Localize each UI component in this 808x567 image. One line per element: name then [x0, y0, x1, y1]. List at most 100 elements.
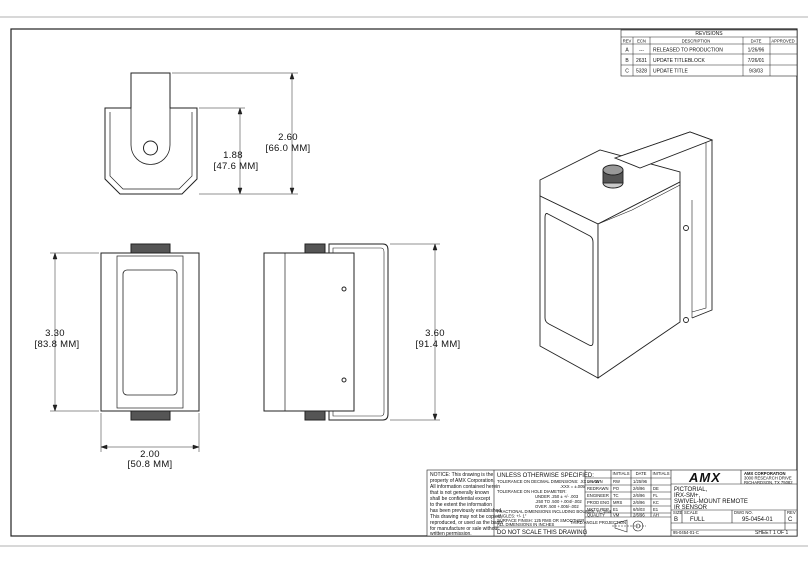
spec-line: .250 TO .500 +.004/-.002	[535, 499, 582, 504]
top-view-inner-outline	[109, 112, 193, 190]
dim-2-00: 2.00	[140, 449, 160, 460]
approval-role: MKTG REP	[587, 507, 609, 512]
approval-date: 2/6/96	[633, 493, 645, 498]
side-bottom-knob	[304, 410, 326, 421]
title-block	[426, 469, 798, 537]
ecn-cell: 2631	[636, 58, 647, 64]
bracket-screw-top	[341, 286, 347, 292]
spec-line: ALL DIMENSIONS IN INCHES	[497, 522, 555, 527]
front-view-dimensions	[50, 252, 200, 452]
approval-extra: KC	[653, 500, 659, 505]
notice-line: for manufacture or sale without	[430, 526, 499, 532]
description-header: DESCRIPTION	[682, 39, 711, 44]
notice-line: reproduced, or used as the basis	[430, 520, 503, 526]
date-header: DATE	[751, 39, 762, 44]
amx-logo-text: AMX	[688, 470, 721, 485]
approval-extra: DE	[653, 486, 659, 491]
drawing-title-line: IR SENSOR	[674, 505, 708, 511]
rev-cell: B	[625, 58, 629, 64]
approval-date: 2/6/96	[633, 500, 645, 505]
drawing-title-line: IRX-SM+,	[674, 493, 701, 499]
approval-role: DRAWN	[587, 479, 603, 484]
dim-83-8-mm: [83.8 MM]	[35, 339, 80, 350]
third-angle-projection-symbol	[612, 519, 646, 533]
swivel-tab	[130, 108, 171, 165]
side-view-body	[263, 252, 355, 412]
spec-line: SURFACE FINISH: 125 RMS OR SMOOTHER	[497, 518, 584, 523]
approval-initials: MRS	[613, 500, 623, 505]
company-name: AMX CORPORATION	[744, 471, 786, 476]
drawing-border	[10, 28, 798, 537]
ir-window	[122, 269, 178, 396]
approval-role: QUALITY	[587, 513, 605, 518]
iso-ir-window	[544, 213, 594, 347]
bracket-screw-bottom	[341, 377, 347, 383]
size-label: SIZE	[673, 510, 683, 515]
side-top-knob	[304, 243, 326, 254]
ecn-cell: 5328	[636, 69, 647, 75]
rev-cell: A	[625, 48, 629, 54]
ecn-cell: ---	[639, 48, 644, 54]
top-knurled-knob	[130, 243, 171, 254]
notice-line: NOTICE: This drawing is the	[430, 472, 493, 478]
company-address: 3000 RESEARCH DRIVE	[744, 476, 792, 481]
approvals-header: INITIALS	[653, 471, 670, 476]
revisions-title: REVISIONS	[695, 31, 723, 37]
notice-line: has been previously established.	[430, 508, 503, 514]
rev-cell: C	[625, 69, 629, 75]
file-name: 95-0454-01-C	[673, 530, 699, 535]
front-view-bezel	[116, 255, 184, 409]
approval-date: 2/6/96	[633, 486, 645, 491]
dwg-no-label: DWG NO.	[734, 510, 753, 515]
date-cell: 7/26/01	[748, 58, 765, 64]
revisions-table: REVISIONS REV ECN DESCRIPTION DATE APPRO…	[620, 29, 798, 77]
notice-line: This drawing may not be copied,	[430, 514, 502, 520]
side-view	[263, 243, 389, 421]
dim-66-0-mm: [66.0 MM]	[266, 143, 311, 154]
front-view-body	[100, 252, 200, 412]
dim-47-6-mm: [47.6 MM]	[214, 161, 259, 172]
dim-50-8-mm: [50.8 MM]	[128, 459, 173, 470]
approval-extra: FL	[653, 493, 659, 498]
notice-line: to the extent the information	[430, 502, 492, 508]
dwg-no-value: 95-0454-01	[742, 517, 773, 523]
notice-line: shall be confidential except	[430, 496, 491, 502]
description-cell: RELEASED TO PRODUCTION	[653, 48, 723, 54]
iso-front-face	[539, 195, 599, 379]
mount-hole	[143, 140, 158, 156]
spec-line: .XXX = ±.005	[560, 484, 585, 489]
approval-role: ENGINEER	[587, 493, 609, 498]
approvals-header: DATE	[636, 471, 647, 476]
dim-2-60: 2.60	[278, 132, 298, 143]
bottom-knurled-knob	[130, 410, 171, 421]
dim-91-4-mm: [91.4 MM]	[416, 339, 461, 350]
approval-initials: TC	[613, 493, 619, 498]
notice-line: that is not generally known	[430, 490, 489, 496]
description-cell: UPDATE TITLEBLOCK	[653, 58, 705, 64]
rev-header: REV	[623, 39, 632, 44]
rev-value: C	[788, 517, 793, 523]
spec-title: UNLESS OTHERWISE SPECIFIED:	[497, 473, 594, 479]
approvals-header: INITIALS	[613, 471, 630, 476]
approval-extra: AH	[653, 513, 659, 518]
amx-logo: AMX	[688, 470, 721, 485]
projection-label: THIRD ANGLE PROJECTION	[570, 520, 626, 525]
iso-side-face	[597, 181, 681, 379]
spec-line: OVER .500 +.005/-.002	[535, 504, 579, 509]
dim-3-30: 3.30	[45, 328, 65, 339]
top-view	[104, 72, 198, 195]
date-cell: 9/3/03	[749, 69, 763, 75]
description-cell: UPDATE TITLE	[653, 69, 688, 75]
swivel-bracket	[328, 243, 389, 421]
approval-initials: RW	[613, 479, 620, 484]
drawing-title-line: PICTORIAL,	[674, 487, 708, 493]
approval-role: REDRAWN	[587, 486, 608, 491]
scale-label: SCALE	[684, 510, 698, 515]
dim-3-60: 3.60	[425, 328, 445, 339]
front-view	[100, 243, 200, 421]
top-view-dimensions	[172, 72, 298, 195]
approval-initials: PO	[613, 486, 620, 491]
approval-initials: VM	[613, 513, 620, 518]
